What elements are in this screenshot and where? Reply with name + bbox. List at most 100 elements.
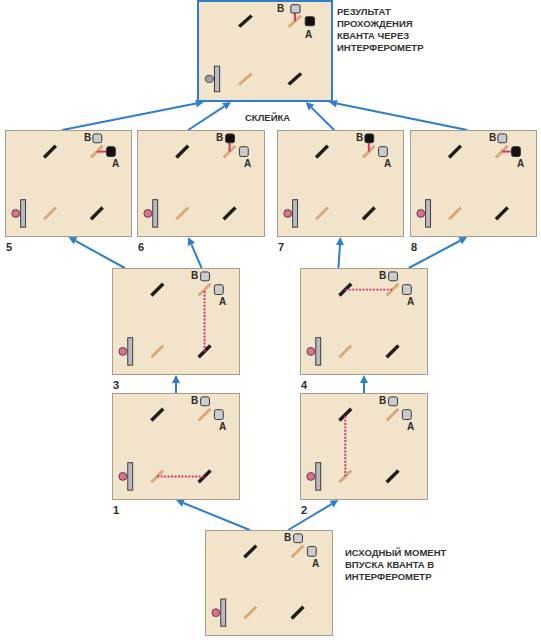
mirror	[176, 146, 188, 158]
mirror	[151, 284, 163, 296]
arrow-head	[458, 237, 467, 244]
mirror	[151, 409, 163, 421]
photon-path	[157, 475, 204, 477]
merge-label: СКЛЕЙКА	[243, 113, 292, 123]
arrow-line	[175, 383, 177, 393]
state-panel: ВА8	[410, 130, 537, 237]
arrow-head	[329, 500, 338, 508]
detector-b	[201, 397, 210, 406]
detector-label: В	[216, 133, 223, 143]
beam-splitter	[292, 546, 304, 558]
state-panel: ВАИСХОДНЫЙ МОМЕНТ ВПУСКА КВАНТА В ИНТЕРФ…	[205, 530, 333, 636]
mirror	[363, 208, 375, 220]
mirror	[244, 546, 256, 558]
mirror	[387, 471, 399, 483]
arrow-line	[311, 108, 334, 130]
mirror	[496, 208, 508, 220]
interferometer-drawing	[301, 394, 427, 499]
photon-path	[229, 143, 231, 152]
arrow-head	[69, 237, 78, 244]
source-plate	[128, 463, 133, 490]
detector-a	[107, 147, 116, 157]
mirror	[91, 208, 103, 220]
interferometer-drawing	[411, 131, 536, 236]
interferometer-drawing	[206, 531, 332, 635]
beam-splitter	[387, 409, 399, 421]
detector-b	[389, 272, 398, 281]
detector-label: А	[407, 422, 414, 432]
flow-arrow	[329, 100, 467, 130]
beam-splitter	[244, 607, 256, 619]
photon-path	[368, 143, 370, 152]
mirror	[239, 16, 251, 27]
arrow-line	[188, 106, 224, 130]
arrow-line	[363, 383, 365, 393]
arrow-line	[288, 504, 331, 530]
callout-number: 2	[301, 505, 307, 516]
arrow-line	[183, 503, 249, 530]
detector-label: В	[191, 396, 198, 406]
result-panel: РЕЗУЛЬТАТ ПРОХОЖДЕНИЯ КВАНТА ЧЕРЕЗ ИНТЕР…	[197, 0, 333, 102]
interferometer-drawing	[138, 131, 264, 236]
detector-b	[294, 534, 303, 543]
detector-b	[365, 134, 374, 143]
flow-arrow	[360, 375, 368, 393]
arrow-line	[62, 104, 196, 130]
detector-a	[214, 285, 223, 295]
detector-b	[93, 134, 102, 143]
detector-label: А	[112, 159, 119, 169]
detector-b	[389, 397, 398, 406]
beam-splitter	[316, 208, 328, 220]
detector-a	[239, 147, 248, 157]
arrow-head	[188, 237, 195, 246]
photon-source	[284, 210, 292, 218]
arrow-line	[76, 241, 125, 268]
beam-splitter	[339, 346, 351, 358]
mirror	[292, 607, 304, 619]
photon-path	[344, 415, 346, 477]
photon-source	[307, 348, 315, 356]
detector-label: А	[305, 30, 312, 40]
detector-label: А	[407, 297, 414, 307]
state-panel: ВА3	[112, 268, 240, 375]
detector-a	[305, 17, 314, 26]
flow-arrow	[172, 375, 180, 393]
detector-label: В	[277, 4, 284, 14]
source-plate	[316, 463, 321, 490]
mirror	[339, 409, 351, 421]
beam-splitter	[176, 208, 188, 220]
detector-label: В	[379, 271, 386, 281]
photon-source	[417, 210, 425, 218]
photon-source	[205, 75, 213, 82]
callout-number: 1	[113, 505, 119, 516]
photon-source	[119, 348, 127, 356]
detector-label: В	[84, 133, 91, 143]
beam-splitter	[199, 409, 211, 421]
arrow-line	[191, 244, 201, 268]
arrow-head	[222, 102, 231, 110]
state-panel: ВА5	[5, 130, 132, 237]
arrow-head	[176, 499, 185, 506]
source-plate	[316, 338, 321, 365]
beam-splitter	[44, 208, 56, 220]
detector-b	[498, 134, 507, 143]
interferometer-drawing	[113, 269, 239, 374]
detector-a	[402, 285, 411, 295]
photon-source	[12, 210, 20, 218]
source-plate	[293, 200, 298, 227]
flow-arrow	[176, 499, 250, 530]
callout-number: 4	[301, 380, 307, 391]
callout-number: 3	[113, 380, 119, 391]
detector-label: А	[219, 297, 226, 307]
interferometer-drawing	[113, 394, 239, 499]
photon-path	[204, 290, 206, 352]
beam-splitter	[239, 73, 251, 84]
interferometer-drawing	[278, 131, 403, 236]
source-plate	[128, 338, 133, 365]
flow-arrow	[336, 237, 344, 268]
callout-number: 6	[138, 242, 144, 253]
source-plate	[21, 200, 26, 227]
state-panel: ВА6	[137, 130, 265, 237]
interferometer-drawing	[6, 131, 131, 236]
detector-a	[214, 410, 223, 420]
